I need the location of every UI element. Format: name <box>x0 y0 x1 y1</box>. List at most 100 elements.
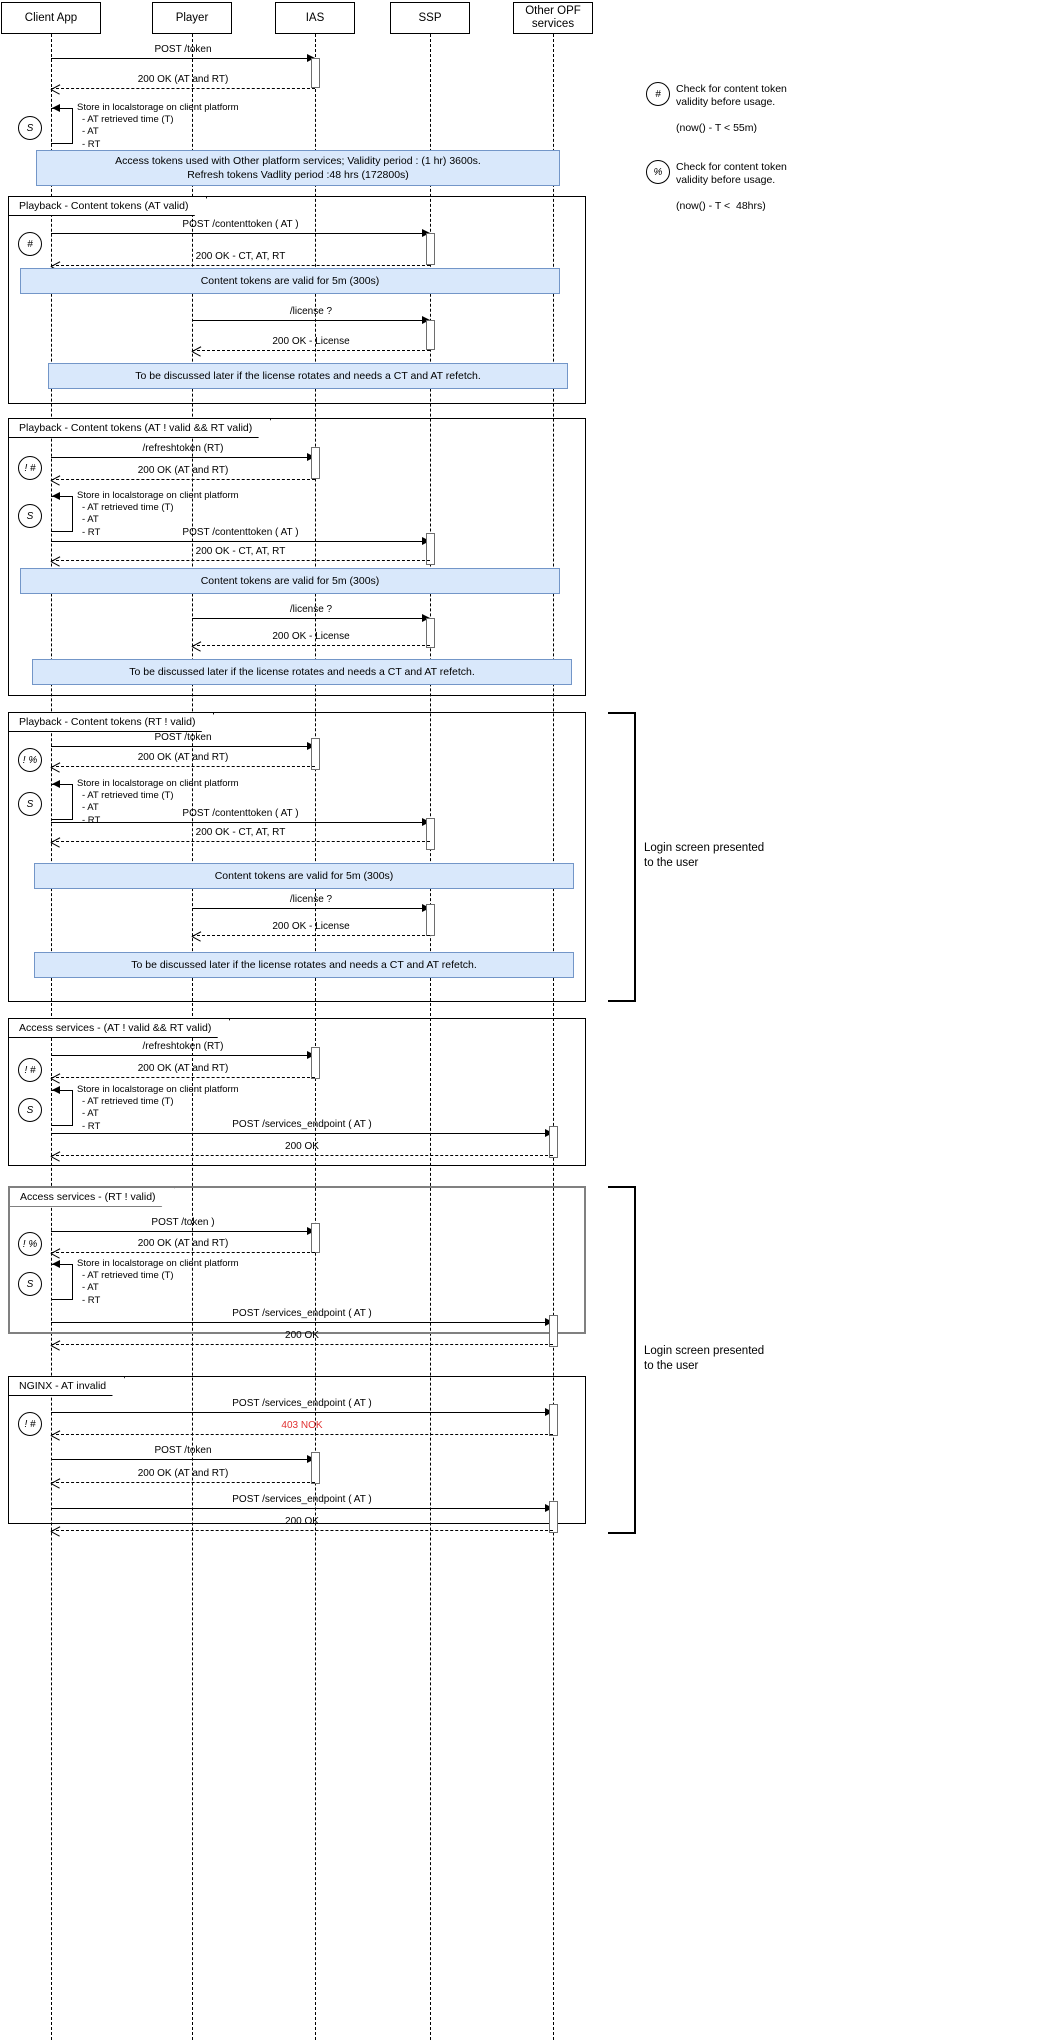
msg-ok-at-rt-f6-line <box>51 1482 315 1483</box>
bracket-login-2-label: Login screen presented to the user <box>644 1345 765 1372</box>
msg-post-contenttoken-f3-label: POST /contenttoken ( AT ) <box>182 808 299 819</box>
store-note-f4-line3: - AT <box>82 1108 99 1120</box>
msg-post-services-f6b-label: POST /services_endpoint ( AT ) <box>232 1494 372 1505</box>
store-note-f3-text: Store in localstorage on client platform… <box>77 778 239 827</box>
msg-ok-ct-at-rt-f2-label: 200 OK - CT, AT, RT <box>195 546 286 557</box>
msg-ok-200-f6-arrowhead <box>51 1526 60 1535</box>
note-license-rotates-f1: To be discussed later if the license rot… <box>48 363 568 389</box>
lifeline-other <box>553 34 554 2040</box>
msg-ok-200-f6-label: 200 OK <box>285 1516 319 1527</box>
legend-marker-1: % <box>646 160 670 184</box>
legend-line1-1: Check for content token <box>676 161 787 173</box>
fragment-access-at-invalid-label: Access services - (AT ! valid && RT vali… <box>9 1019 230 1038</box>
msg-ok-ct-at-rt-f2-line <box>51 560 430 561</box>
note-license-rotates-f3-text: To be discussed later if the license rot… <box>131 959 477 971</box>
note-content-valid-f1-text: Content tokens are valid for 5m (300s) <box>200 275 380 287</box>
legend-line1-0: Check for content token <box>676 83 787 95</box>
actor-box-ias: IAS <box>275 2 355 34</box>
store-note-f4-marker-s: S <box>18 1098 42 1122</box>
msg-403-nok-f6-line <box>51 1434 553 1435</box>
store-note-f3-loop <box>51 784 73 820</box>
msg-license-f3-label: /license ? <box>289 894 333 905</box>
msg-ok-200-f4-arrowhead <box>51 1151 60 1160</box>
lifeline-ssp <box>430 34 431 2040</box>
msg-ok-200-f5-label: 200 OK <box>285 1330 319 1341</box>
store-note-top-line4: - RT <box>82 138 101 150</box>
actor-label-player: Player <box>175 11 209 24</box>
msg-ok-license-f3-line <box>192 935 430 936</box>
store-note-top-marker-s: S <box>18 116 42 140</box>
msg-ok-license-f1-line <box>192 350 430 351</box>
fragment-nginx-at-invalid: NGINX - AT invalid <box>8 1376 586 1524</box>
store-note-top-text: Store in localstorage on client platform… <box>77 102 239 151</box>
activation-ias-f3 <box>310 738 320 770</box>
msg-post-contenttoken-f1-label: POST /contenttoken ( AT ) <box>182 219 299 230</box>
actor-box-other: Other OPF services <box>513 2 593 34</box>
store-note-f5-marker-s: S <box>18 1272 42 1296</box>
msg-ok-ct-at-rt-f3-label: 200 OK - CT, AT, RT <box>195 827 286 838</box>
msg-ok-license-f2-line <box>192 645 430 646</box>
msg-ok-at-rt-f5-line <box>51 1252 315 1253</box>
fragment-access-rt-invalid-label: Access services - (RT ! valid) <box>10 1188 175 1207</box>
activation-ssp-license-f3 <box>425 904 435 936</box>
msg-ok-at-rt-f6-label: 200 OK (AT and RT) <box>137 1468 229 1479</box>
store-note-f2-line2: - AT retrieved time (T) <box>82 502 174 514</box>
marker-not-hash-f6: ! # <box>18 1412 42 1436</box>
store-note-top-arrowhead <box>52 104 60 112</box>
msg-post-token-top-label: POST /token <box>154 44 212 55</box>
bracket-login-1-label: Login screen presented to the user <box>644 842 765 869</box>
msg-ok-ct-at-rt-f3-line <box>51 841 430 842</box>
msg-ok-at-rt-f3-line <box>51 766 315 767</box>
note-license-rotates-f2: To be discussed later if the license rot… <box>32 659 572 685</box>
activation-other-f6a <box>548 1404 558 1436</box>
msg-post-token-f6-label: POST /token <box>154 1445 212 1456</box>
msg-post-services-f6a-line <box>51 1412 553 1413</box>
msg-post-services-f6b-line <box>51 1508 553 1509</box>
msg-post-services-f5-label: POST /services_endpoint ( AT ) <box>232 1308 372 1319</box>
marker-not-hash-f2: ! # <box>18 456 42 480</box>
store-note-top-line2: - AT retrieved time (T) <box>82 114 174 126</box>
store-note-f5-line4: - RT <box>82 1294 101 1306</box>
actor-label-other: Other OPF services <box>525 5 581 30</box>
msg-post-services-f5-line <box>51 1322 553 1323</box>
store-note-f2-loop <box>51 496 73 532</box>
note-content-valid-f3-text: Content tokens are valid for 5m (300s) <box>214 870 394 882</box>
note-content-valid-f3: Content tokens are valid for 5m (300s) <box>34 863 574 889</box>
fragment-playback-at-invalid: Playback - Content tokens (AT ! valid &&… <box>8 418 586 696</box>
msg-ok-at-rt-f4-line <box>51 1077 315 1078</box>
msg-ok-200-f5-line <box>51 1344 553 1345</box>
store-note-f4-line1: Store in localstorage on client platform <box>77 1084 239 1095</box>
marker-not-hash-f4: ! # <box>18 1058 42 1082</box>
note-access-tokens-text: Access tokens used with Other platform s… <box>115 155 481 181</box>
msg-ok-at-rt-f3-arrowhead <box>51 762 60 771</box>
note-license-rotates-f3: To be discussed later if the license rot… <box>34 952 574 978</box>
legend-marker-0: # <box>646 82 670 106</box>
actor-box-client: Client App <box>1 2 101 34</box>
store-note-f2-arrowhead <box>52 492 60 500</box>
marker-not-pct-f3: ! % <box>18 748 42 772</box>
activation-other-f6b <box>548 1501 558 1533</box>
msg-ok-200-f4-label: 200 OK <box>285 1141 319 1152</box>
store-note-f4-loop <box>51 1090 73 1126</box>
msg-ok-ct-at-rt-f1-line <box>51 265 430 266</box>
store-note-f3-line2: - AT retrieved time (T) <box>82 790 174 802</box>
fragment-playback-at-invalid-label: Playback - Content tokens (AT ! valid &&… <box>9 419 271 438</box>
msg-ok-at-rt-top-line <box>51 88 315 89</box>
fragment-nginx-at-invalid-label: NGINX - AT invalid <box>9 1377 125 1396</box>
note-content-valid-f2-text: Content tokens are valid for 5m (300s) <box>200 575 380 587</box>
msg-refreshtoken-f2-line <box>51 457 315 458</box>
msg-ok-at-rt-f5-label: 200 OK (AT and RT) <box>137 1238 229 1249</box>
store-note-f5-arrowhead <box>52 1260 60 1268</box>
msg-post-token-f5-label: POST /token ) <box>151 1217 215 1228</box>
store-note-top-line1: Store in localstorage on client platform <box>77 102 239 113</box>
store-note-f2-text: Store in localstorage on client platform… <box>77 490 239 539</box>
msg-ok-at-rt-f4-label: 200 OK (AT and RT) <box>137 1063 229 1074</box>
msg-license-f1-line <box>192 320 430 321</box>
msg-refreshtoken-f4-line <box>51 1055 315 1056</box>
actor-box-player: Player <box>152 2 232 34</box>
store-note-f5-line3: - AT <box>82 1282 99 1294</box>
store-note-f5-loop <box>51 1264 73 1300</box>
activation-ssp-f2 <box>425 533 435 565</box>
msg-ok-200-f6-line <box>51 1530 553 1531</box>
